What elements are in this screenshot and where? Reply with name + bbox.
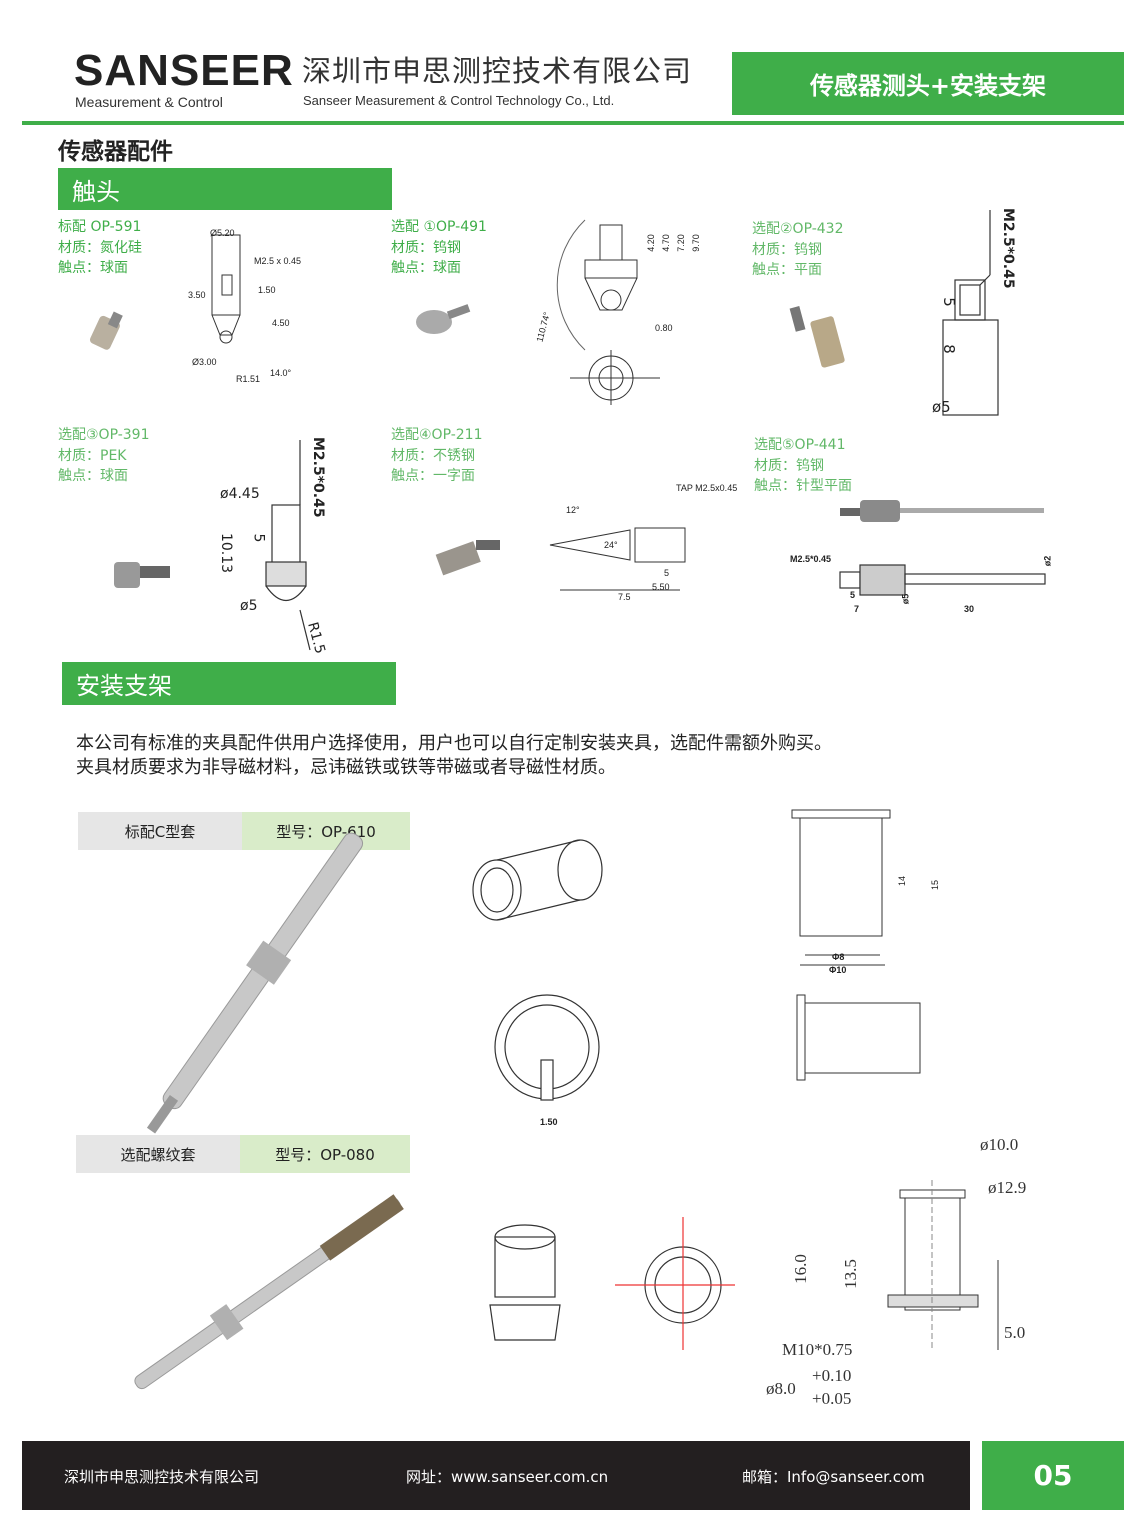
dim-label: 7.5 bbox=[618, 592, 631, 602]
op432-drawing bbox=[942, 210, 999, 416]
dim-label: Ø3.00 bbox=[192, 357, 217, 367]
contacts-tab: 触头 bbox=[58, 168, 392, 210]
dim-label: 3.50 bbox=[188, 290, 206, 300]
page-number: 05 bbox=[982, 1441, 1124, 1510]
op441-photo bbox=[840, 500, 1044, 522]
dim-label: 7.20 bbox=[675, 234, 686, 252]
op391-photo bbox=[114, 562, 170, 588]
op591-photo bbox=[89, 311, 123, 350]
dim-label: Ø5.20 bbox=[210, 228, 235, 238]
dim-label: 30 bbox=[964, 604, 975, 614]
footer-website[interactable]: 网址：www.sanseer.com.cn bbox=[406, 1468, 609, 1486]
dim-label: TAP M2.5x0.45 bbox=[676, 483, 738, 493]
dim-label: 5 bbox=[664, 568, 670, 578]
dim-label: 12° bbox=[566, 505, 580, 515]
dim-label: 5 bbox=[250, 533, 267, 543]
dim-label: 14 bbox=[897, 875, 908, 887]
probe-photo-thread-sleeve bbox=[134, 1194, 404, 1390]
page-title: 传感器测头+安装支架 bbox=[732, 52, 1124, 115]
op211-photo bbox=[435, 540, 500, 576]
op211-drawing bbox=[549, 527, 686, 591]
dim-label: M2.5 x 0.45 bbox=[254, 256, 302, 266]
op591-drawing bbox=[211, 234, 241, 344]
dim-label: ø5 bbox=[900, 593, 911, 605]
op491-drawing bbox=[556, 219, 660, 405]
c-sleeve-drawing bbox=[791, 809, 921, 1081]
dim-label: M2.5*0.45 bbox=[1000, 208, 1016, 289]
mount-label-bar: 标配C型套型号：OP-610 bbox=[78, 812, 410, 850]
dim-label: ø2 bbox=[1042, 555, 1053, 567]
dim-label: 5 bbox=[939, 297, 958, 307]
dim-label: +0.05 bbox=[812, 1389, 852, 1408]
op432-photo bbox=[789, 306, 845, 368]
dim-label: 15 bbox=[930, 879, 941, 891]
dim-label: ø10.0 bbox=[980, 1135, 1019, 1154]
dim-label: 1.50 bbox=[540, 1117, 558, 1127]
footer-email[interactable]: 邮箱：Info@sanseer.com bbox=[742, 1468, 925, 1486]
dim-label: ø4.45 bbox=[220, 486, 260, 502]
dim-label: 5 bbox=[850, 590, 856, 600]
thread-sleeve-3d bbox=[489, 1217, 735, 1350]
dim-label: ø5 bbox=[240, 598, 258, 614]
dim-label: M2.5*0.45 bbox=[790, 554, 832, 564]
section-title: 传感器配件 bbox=[58, 139, 173, 165]
logo: SANSEER bbox=[74, 46, 294, 95]
mount-label-bar: 选配螺纹套型号：OP-080 bbox=[76, 1135, 410, 1173]
dim-label: 7 bbox=[854, 604, 860, 614]
mounts-tab: 安装支架 bbox=[62, 662, 396, 705]
dim-label: ø5 bbox=[932, 398, 951, 416]
dim-label: M10*0.75 bbox=[782, 1340, 853, 1359]
dim-label: M2.5*0.45 bbox=[310, 437, 326, 518]
probe-photo-c-sleeve bbox=[146, 832, 364, 1134]
dim-label: 9.70 bbox=[690, 234, 701, 252]
dim-label: 4.20 bbox=[645, 234, 656, 252]
company-name-en: Sanseer Measurement & Control Technology… bbox=[303, 93, 615, 108]
dim-label: Φ10 bbox=[829, 965, 847, 975]
dim-label: 14.0° bbox=[270, 368, 292, 378]
dim-label: ø8.0 bbox=[766, 1379, 796, 1398]
dim-label: 24° bbox=[604, 540, 618, 550]
dim-label: Φ8 bbox=[832, 952, 845, 962]
dim-label: 13.5 bbox=[840, 1259, 860, 1289]
dim-label: 8 bbox=[939, 344, 958, 354]
footer-company: 深圳市申思测控技术有限公司 bbox=[64, 1468, 260, 1486]
thread-sleeve-drawing bbox=[887, 1180, 999, 1350]
mounts-description: 本公司有标准的夹具配件供用户选择使用，用户也可以自行定制安装夹具，选配件需额外购… bbox=[76, 733, 832, 778]
logo-subtitle: Measurement & Control bbox=[75, 94, 223, 110]
dim-label: 10.13 bbox=[218, 532, 235, 574]
company-name-cn: 深圳市申思测控技术有限公司 bbox=[302, 54, 693, 88]
dim-label: 4.50 bbox=[272, 318, 290, 328]
dim-label: 1.50 bbox=[258, 285, 276, 295]
header-divider bbox=[22, 121, 1124, 125]
dim-label: 0.80 bbox=[655, 323, 673, 333]
dim-label: ø12.9 bbox=[988, 1178, 1027, 1197]
dim-label: +0.10 bbox=[812, 1366, 852, 1385]
dim-label: 16.0 bbox=[790, 1254, 810, 1284]
dim-label: R1.51 bbox=[236, 374, 261, 384]
c-sleeve-3d bbox=[472, 839, 603, 1101]
op391-drawing bbox=[265, 440, 311, 651]
footer: 深圳市申思测控技术有限公司 网址：www.sanseer.com.cn 邮箱：I… bbox=[22, 1441, 970, 1510]
dim-label: 5.0 bbox=[1004, 1323, 1026, 1342]
op441-drawing bbox=[839, 564, 1046, 596]
op491-photo bbox=[416, 304, 471, 334]
dim-label: 5.50 bbox=[652, 582, 670, 592]
dim-label: 4.70 bbox=[660, 234, 671, 252]
